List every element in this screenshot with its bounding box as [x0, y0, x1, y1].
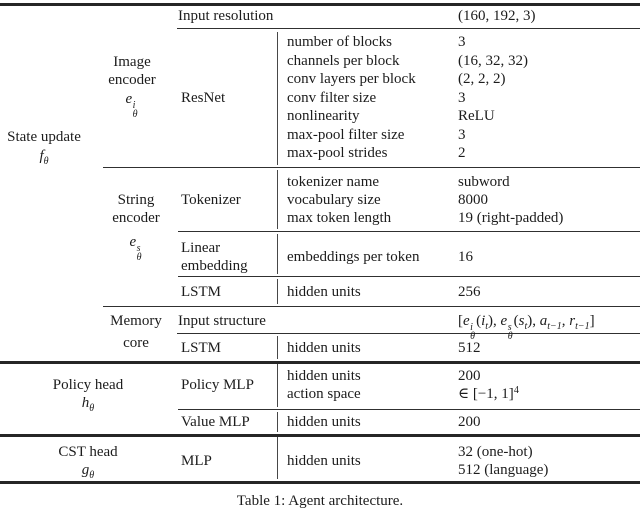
- param-input-structure: Input structure: [178, 313, 266, 329]
- group-policy-head-label: Policy head: [52, 377, 124, 393]
- subcomponent-lstm-string: LSTM: [181, 284, 222, 300]
- component-memory-core-line1: Memory: [110, 313, 162, 329]
- param-action-space: action space: [287, 386, 361, 402]
- param-lstm-string-hidden-units: hidden units: [287, 284, 361, 300]
- rule-state-policy-divider: [0, 361, 640, 364]
- value-max-token-length: 19 (right-padded): [458, 210, 564, 226]
- group-cst-head-label: CST head: [58, 444, 118, 460]
- value-maxpool-filter-size: 3: [458, 127, 466, 143]
- rule-policy-cst-divider: [0, 434, 640, 437]
- rule-under-input-structure: [177, 333, 640, 335]
- param-number-of-blocks: number of blocks: [287, 34, 392, 50]
- subcomponent-cst-mlp: MLP: [181, 453, 212, 469]
- rule-string-memory-divider: [103, 306, 640, 308]
- subcomponent-resnet: ResNet: [181, 90, 226, 106]
- value-number-of-blocks: 3: [458, 34, 466, 50]
- value-input-resolution: (160, 192, 3): [458, 8, 536, 24]
- colsep-resnet: [277, 32, 279, 165]
- param-value-hidden-units: hidden units: [287, 414, 361, 430]
- group-state-update-symbol: fθ: [39, 148, 49, 167]
- value-conv-layers-per-block: (2, 2, 2): [458, 71, 506, 87]
- value-vocabulary-size: 8000: [458, 192, 488, 208]
- rule-under-input-resolution: [177, 28, 640, 30]
- param-maxpool-strides: max-pool strides: [287, 145, 388, 161]
- colsep-policy-mlp: [277, 364, 279, 407]
- table-caption: Table 1: Agent architecture.: [236, 493, 404, 509]
- colsep-lstm-string: [277, 279, 279, 304]
- subcomponent-tokenizer: Tokenizer: [181, 192, 241, 208]
- subcomponent-linear-embedding-line2: embedding: [181, 258, 248, 274]
- colsep-linear-embedding: [277, 234, 279, 274]
- rule-tokenizer-linear-divider: [178, 231, 640, 233]
- param-vocabulary-size: vocabulary size: [287, 192, 381, 208]
- rule-bottom: [0, 481, 640, 484]
- component-memory-core-line2: core: [123, 335, 149, 351]
- value-channels-per-block: (16, 32, 32): [458, 53, 528, 69]
- colsep-tokenizer: [277, 170, 279, 229]
- value-lstm-memory-hidden-units: 512: [458, 340, 481, 356]
- component-string-encoder-line2: encoder: [112, 210, 160, 226]
- rule-top: [0, 3, 640, 6]
- group-cst-head-symbol: gθ: [81, 462, 95, 481]
- colsep-value-mlp: [277, 412, 279, 432]
- value-conv-filter-size: 3: [458, 90, 466, 106]
- param-input-resolution: Input resolution: [178, 8, 274, 24]
- rule-policy-value-divider: [178, 409, 640, 411]
- rule-linear-lstm-divider: [178, 276, 640, 278]
- param-conv-layers-per-block: conv layers per block: [287, 71, 416, 87]
- rule-image-string-divider: [103, 167, 640, 169]
- value-maxpool-strides: 2: [458, 145, 466, 161]
- param-max-token-length: max token length: [287, 210, 392, 226]
- subcomponent-policy-mlp: Policy MLP: [181, 377, 254, 393]
- param-policy-hidden-units: hidden units: [287, 368, 361, 384]
- param-maxpool-filter-size: max-pool filter size: [287, 127, 405, 143]
- subcomponent-linear-embedding-line1: Linear: [181, 240, 221, 256]
- colsep-lstm-memory: [277, 336, 279, 359]
- value-value-hidden-units: 200: [458, 414, 481, 430]
- param-nonlinearity: nonlinearity: [287, 108, 360, 124]
- param-channels-per-block: channels per block: [287, 53, 400, 69]
- subcomponent-value-mlp: Value MLP: [181, 414, 250, 430]
- group-policy-head-symbol: hθ: [81, 395, 95, 414]
- component-string-encoder-line1: String: [117, 192, 155, 208]
- value-embeddings-per-token: 16: [458, 249, 473, 265]
- param-cst-hidden-units: hidden units: [287, 453, 361, 469]
- component-image-encoder-line2: encoder: [108, 72, 156, 88]
- param-lstm-memory-hidden-units: hidden units: [287, 340, 361, 356]
- value-tokenizer-name: subword: [458, 174, 510, 190]
- value-cst-hidden-units-line2: 512 (language): [458, 462, 549, 478]
- subcomponent-lstm-memory: LSTM: [181, 340, 222, 356]
- group-state-update-label: State update: [7, 129, 81, 145]
- value-nonlinearity: ReLU: [458, 108, 495, 124]
- value-policy-hidden-units: 200: [458, 368, 481, 384]
- colsep-cst-mlp: [277, 437, 279, 479]
- value-cst-hidden-units-line1: 32 (one-hot): [458, 444, 533, 460]
- value-action-space: ∈ [−1, 1]4: [458, 385, 519, 403]
- component-image-encoder-line1: Image: [113, 54, 151, 70]
- param-embeddings-per-token: embeddings per token: [287, 249, 420, 265]
- param-conv-filter-size: conv filter size: [287, 90, 377, 106]
- value-lstm-string-hidden-units: 256: [458, 284, 481, 300]
- param-tokenizer-name: tokenizer name: [287, 174, 380, 190]
